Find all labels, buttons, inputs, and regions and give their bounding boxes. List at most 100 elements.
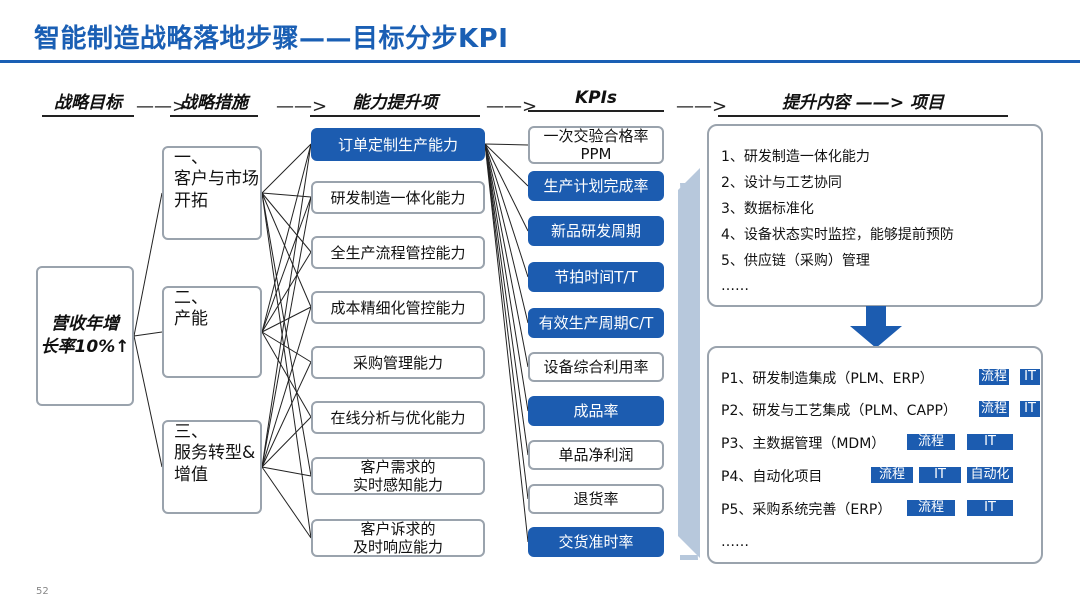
capability-label: 订单定制生产能力: [337, 135, 458, 154]
content-item: 2、设计与工艺协同: [721, 175, 842, 191]
content-item: 5、供应链（采购）管理: [721, 253, 870, 269]
capability-box: 采购管理能力: [311, 346, 485, 379]
kpi-label: 设备综合利用率: [543, 358, 649, 376]
connector-line: [484, 143, 529, 324]
project-item: P5、采购系统完善（ERP）: [721, 502, 892, 518]
project-item: ……: [721, 534, 749, 550]
capability-label: 客户需求的: [360, 458, 436, 476]
content-panel: 1、研发制造一体化能力 2、设计与工艺协同 3、数据标准化 4、设备状态实时监控…: [707, 124, 1043, 307]
connector-line: [261, 143, 312, 333]
connector-line: [261, 466, 312, 477]
connector-line: [261, 196, 312, 468]
goal-box: 营收年增 长率10%↑: [36, 266, 134, 406]
kpi-box: 有效生产周期C/T: [528, 308, 664, 338]
connector-line: [484, 143, 529, 500]
connector-line: [261, 251, 312, 333]
capability-box: 客户需求的实时感知能力: [311, 457, 485, 495]
kpi-label: 有效生产周期C/T: [538, 314, 654, 332]
connector-line: [261, 306, 312, 468]
kpi-label: 节拍时间T/T: [554, 268, 638, 286]
connector-line: [484, 143, 529, 368]
measure-label: 产能: [174, 309, 208, 330]
kpi-box: 成品率: [528, 396, 664, 426]
page-number: 52: [36, 586, 49, 597]
kpi-box: 节拍时间T/T: [528, 262, 664, 292]
measure-box-1: 一、 客户与市场 开拓: [162, 146, 262, 240]
connector-line: [261, 143, 312, 468]
connector-line: [484, 143, 529, 278]
kpi-label: 成品率: [573, 402, 619, 420]
kpi-box: 设备综合利用率: [528, 352, 664, 382]
kpi-label: 单品净利润: [558, 446, 634, 464]
project-tag: IT: [1020, 401, 1040, 417]
connector-line: [261, 196, 312, 333]
kpi-label: 交货准时率: [558, 533, 634, 551]
arrow-icon: ——>: [676, 96, 728, 117]
kpi-label: 生产计划完成率: [543, 177, 649, 195]
project-tag: 流程: [907, 500, 955, 516]
connector-line: [261, 192, 312, 539]
kpi-label: 一次交验合格率: [543, 127, 649, 145]
capability-box: 客户诉求的及时响应能力: [311, 519, 485, 557]
page-title: 智能制造战略落地步骤——目标分步KPI: [34, 24, 509, 54]
capability-label: 在线分析与优化能力: [330, 408, 466, 427]
kpi-box: 交货准时率: [528, 527, 664, 557]
kpi-label: 新品研发周期: [550, 222, 641, 240]
capability-box: 成本精细化管控能力: [311, 291, 485, 324]
connector-line: [261, 331, 312, 418]
project-tag: 流程: [979, 369, 1009, 385]
connector-line: [261, 331, 312, 363]
content-item: 4、设备状态实时监控，能够提前预防: [721, 227, 954, 243]
connector-line: [133, 335, 163, 468]
capability-label: 全生产流程管控能力: [330, 243, 466, 262]
project-item: P3、主数据管理（MDM）: [721, 436, 886, 452]
connector-line: [484, 143, 529, 543]
capability-label: 研发制造一体化能力: [330, 188, 466, 207]
kpi-label: PPM: [580, 145, 612, 163]
measure-label: 增值: [174, 464, 208, 485]
connector-line: [484, 143, 529, 456]
connector-line: [261, 361, 312, 468]
project-tag: 流程: [979, 401, 1009, 417]
kpi-box: 新品研发周期: [528, 216, 664, 246]
content-item: 1、研发制造一体化能力: [721, 149, 870, 165]
project-tag: IT: [1020, 369, 1040, 385]
arrow-icon: ——>: [276, 96, 328, 117]
project-tag: 流程: [907, 434, 955, 450]
projects-panel: P1、研发制造集成（PLM、ERP） 流程 IT P2、研发与工艺集成（PLM、CAP…: [707, 346, 1043, 564]
kpi-label: 退货率: [573, 490, 619, 508]
arrow-icon: ——>: [486, 96, 538, 117]
connector-line: [484, 143, 529, 146]
project-tag: IT: [967, 500, 1013, 516]
capability-label: 成本精细化管控能力: [330, 298, 466, 317]
project-item: P1、研发制造集成（PLM、ERP）: [721, 371, 934, 387]
measure-label: 开拓: [174, 190, 208, 211]
capability-box: 在线分析与优化能力: [311, 401, 485, 434]
connector-line: [261, 306, 312, 333]
header-kpis: KPIs: [528, 88, 664, 112]
capability-box: 订单定制生产能力: [311, 128, 485, 161]
measure-label: 客户与市场: [174, 169, 259, 190]
kpi-box: 退货率: [528, 484, 664, 514]
connector-line: [261, 416, 312, 468]
capability-box: 全生产流程管控能力: [311, 236, 485, 269]
measure-label: 服务转型&: [174, 443, 256, 464]
content-item: 3、数据标准化: [721, 201, 814, 217]
measure-box-3: 三、 服务转型& 增值: [162, 420, 262, 514]
header-goal: 战略目标: [42, 88, 134, 117]
down-arrow-icon: [850, 306, 902, 348]
goal-text-line1: 营收年增: [51, 314, 119, 335]
project-item: P2、研发与工艺集成（PLM、CAPP）: [721, 403, 957, 419]
connector-line: [261, 143, 312, 194]
arrow-icon: ——>: [136, 96, 188, 117]
project-tag: 自动化: [967, 467, 1013, 483]
kpi-box: 生产计划完成率: [528, 171, 664, 201]
connector-line: [484, 143, 529, 412]
connector-line: [261, 466, 312, 539]
capability-label: 实时感知能力: [352, 476, 443, 494]
measure-label: 一、: [174, 148, 208, 168]
project-tag: IT: [967, 434, 1013, 450]
content-item: ……: [721, 278, 749, 294]
